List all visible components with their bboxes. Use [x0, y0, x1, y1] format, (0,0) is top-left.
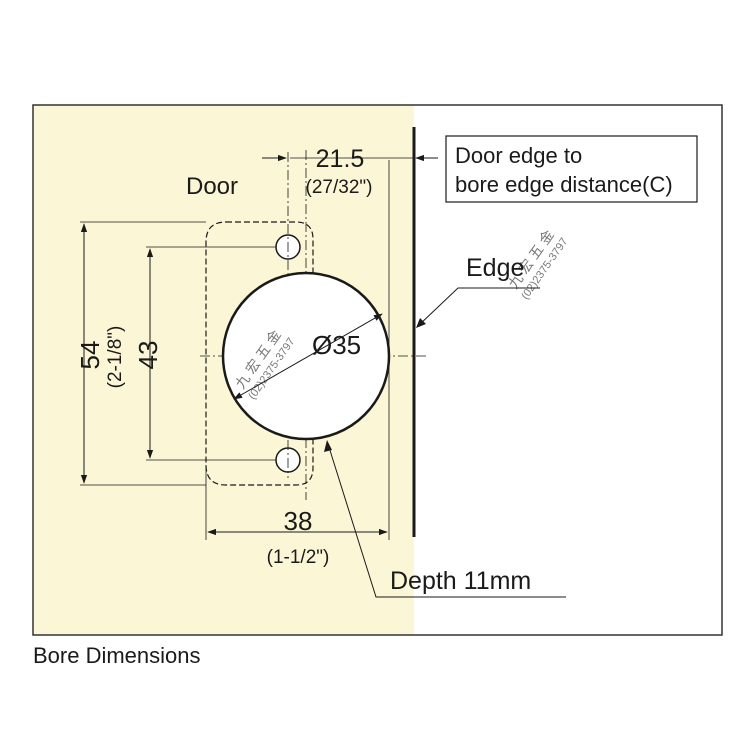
callout-box — [445, 135, 698, 203]
dim-label-43: 43 — [133, 341, 163, 370]
depth-leader — [327, 443, 566, 598]
depth-label: Depth 11mm — [390, 567, 531, 595]
dim-label-21-5: 21.5 — [316, 145, 365, 173]
dim-label-54: 54 — [75, 341, 105, 370]
hinge-plate-outline — [205, 221, 314, 486]
diameter-leader — [233, 313, 383, 400]
callout-text-line2: bore edge distance(C) — [455, 172, 673, 197]
door-label: Door — [186, 173, 238, 200]
bore-circle — [221, 271, 391, 441]
dim-label-54-inch: (2-1/8") — [105, 326, 126, 389]
dim-label-diameter: Ø35 — [312, 330, 361, 360]
edge-label: Edge — [466, 254, 524, 282]
diagram-caption: Bore Dimensions — [33, 643, 201, 668]
diagram-frame — [32, 104, 723, 636]
depth-leader-arrow — [324, 440, 332, 452]
edge-leader — [417, 287, 540, 327]
dim-label-38: 38 — [284, 506, 313, 536]
dim-label-21-5-inch: (27/32") — [306, 177, 373, 198]
dim-label-38-inch: (1-1/2") — [267, 547, 330, 568]
edge-leader-arrow — [416, 318, 426, 328]
callout-text-line1: Door edge to — [455, 143, 582, 168]
